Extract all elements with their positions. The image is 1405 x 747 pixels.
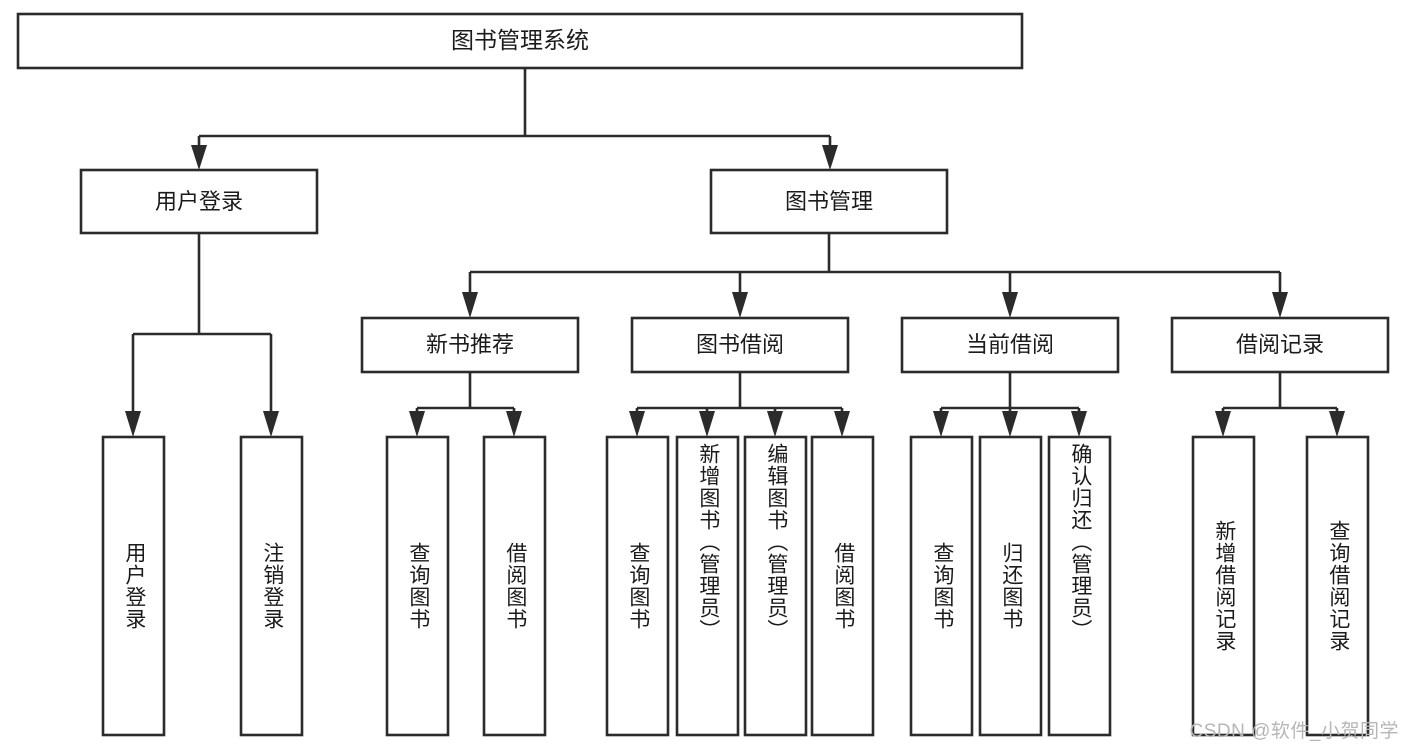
arrow-head-icon xyxy=(1071,411,1087,437)
connector-new-book-recommend-to-leaves xyxy=(409,372,522,437)
arrow-head-icon xyxy=(732,292,748,318)
node-root[interactable]: 图书管理系统 xyxy=(16,12,1024,70)
node-root-label: 图书管理系统 xyxy=(451,27,589,53)
arrow-head-icon xyxy=(125,411,141,437)
connector-book-borrow-to-leaves xyxy=(629,372,850,437)
arrow-head-icon xyxy=(1272,292,1288,318)
node-current-borrow-label: 当前借阅 xyxy=(966,332,1054,357)
leaf-box-query-book-rec[interactable] xyxy=(385,435,450,737)
arrow-head-icon xyxy=(409,411,425,437)
node-new-book-recommend-label: 新书推荐 xyxy=(426,332,514,357)
arrow-head-icon xyxy=(834,411,850,437)
node-book-management-label: 图书管理 xyxy=(785,189,873,214)
node-book-management[interactable]: 图书管理 xyxy=(709,168,949,235)
leaf-box-add-book-admin[interactable] xyxy=(675,435,740,737)
arrow-head-icon xyxy=(933,411,949,437)
leaf-box-query-book-current[interactable] xyxy=(909,435,974,737)
arrow-head-icon xyxy=(191,145,207,170)
leaf-box-borrow-book-rec[interactable] xyxy=(482,435,547,737)
node-current-borrow-box xyxy=(900,316,1120,374)
leaf-box-user-login[interactable] xyxy=(101,435,166,737)
arrow-head-icon xyxy=(1215,411,1231,437)
node-new-book-recommend-box xyxy=(360,316,580,374)
arrow-head-icon xyxy=(506,411,522,437)
connector-book-management-to-level2 xyxy=(462,233,1288,318)
arrow-head-icon xyxy=(1002,411,1018,437)
node-current-borrow[interactable]: 当前借阅 xyxy=(900,316,1120,374)
leaf-box-borrow-book[interactable] xyxy=(810,435,875,737)
node-user-login-label: 用户登录 xyxy=(155,189,243,214)
arrow-head-icon xyxy=(1002,292,1018,318)
leaf-box-edit-book-admin[interactable] xyxy=(743,435,808,737)
arrow-head-icon xyxy=(822,145,838,170)
leaf-box-confirm-return-admin[interactable] xyxy=(1047,435,1112,737)
leaf-box-return-book[interactable] xyxy=(978,435,1043,737)
leaf-box-query-borrow-record[interactable] xyxy=(1305,435,1370,737)
connector-user-login-to-leaves xyxy=(125,233,279,437)
arrow-head-icon xyxy=(462,292,478,318)
connector-current-borrow-to-leaves xyxy=(933,372,1087,437)
connector-root-to-level1 xyxy=(191,68,838,170)
connector-borrow-record-to-leaves xyxy=(1215,372,1345,437)
node-borrow-record[interactable]: 借阅记录 xyxy=(1170,316,1390,374)
leaf-box-add-borrow-record[interactable] xyxy=(1191,435,1256,737)
arrow-head-icon xyxy=(1329,411,1345,437)
leaf-box-logout[interactable] xyxy=(239,435,304,737)
node-new-book-recommend[interactable]: 新书推荐 xyxy=(360,316,580,374)
arrow-head-icon xyxy=(629,411,645,437)
csdn-watermark: CSDN @软件_小贺同学 xyxy=(1189,721,1399,742)
node-book-borrow[interactable]: 图书借阅 xyxy=(630,316,850,374)
node-root-box xyxy=(16,12,1024,70)
leaf-box-query-book-borrow[interactable] xyxy=(605,435,670,737)
arrow-head-icon xyxy=(263,411,279,437)
node-user-login-box xyxy=(79,168,319,235)
node-user-login[interactable]: 用户登录 xyxy=(79,168,319,235)
arrow-head-icon xyxy=(767,411,783,437)
node-borrow-record-label: 借阅记录 xyxy=(1236,332,1324,357)
node-book-borrow-label: 图书借阅 xyxy=(696,332,784,357)
arrow-head-icon xyxy=(699,411,715,437)
